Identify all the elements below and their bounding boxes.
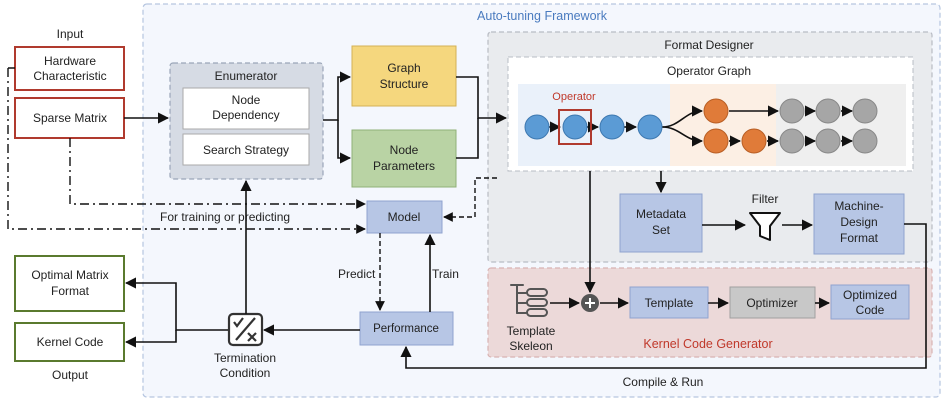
node-dependency-box: [182, 87, 310, 130]
template-skeleton-icon: [510, 284, 548, 317]
compile-run-label: Compile & Run: [623, 375, 704, 389]
termination-condition-icon: [227, 312, 264, 347]
optimized-code-box: [830, 284, 910, 320]
performance-label: Performance: [373, 323, 439, 335]
machine-design-line2: Design: [840, 215, 877, 229]
metadata-set-box: [619, 193, 703, 253]
hardware-characteristic-box: [14, 46, 125, 91]
graph-structure-line2: Structure: [380, 77, 429, 91]
graph-node: [852, 98, 878, 124]
format-designer-title: Format Designer: [664, 38, 753, 52]
template-box: [629, 286, 709, 319]
predict-label: Predict: [338, 267, 376, 281]
optimizer-box: [729, 286, 816, 319]
node-parameters-box: [351, 129, 457, 188]
template-skeleton-line1: Template: [507, 324, 556, 338]
search-strategy-box: [182, 133, 310, 166]
node-parameters-line1: Node: [390, 143, 419, 157]
template-skeleton-line2: Skeleon: [509, 339, 552, 353]
operator-graph-title: Operator Graph: [667, 64, 751, 78]
optimal-line2: Format: [51, 284, 90, 298]
optimal-line1: Optimal Matrix: [31, 268, 108, 282]
node-dep-line2: Dependency: [212, 108, 279, 122]
filter-label: Filter: [752, 192, 779, 206]
node-parameters-line2: Parameters: [373, 159, 435, 173]
template-label: Template: [645, 296, 694, 310]
performance-box: [359, 311, 454, 346]
graph-node: [815, 128, 841, 154]
sparse-matrix-label: Sparse Matrix: [33, 111, 107, 125]
machine-design-line3: Format: [840, 231, 879, 245]
optimized-line1: Optimized: [843, 288, 897, 302]
graph-node: [562, 114, 588, 140]
optimizer-label: Optimizer: [746, 296, 797, 310]
graph-structure-box: [351, 45, 457, 107]
metadata-line2: Set: [652, 223, 671, 237]
kernel-code-generator-box: [487, 267, 933, 358]
graph-node: [703, 98, 729, 124]
hardware-line1: Hardware: [44, 54, 96, 68]
graph-node: [852, 128, 878, 154]
graph-node: [815, 98, 841, 124]
filter-icon: [749, 212, 781, 241]
graph-node: [599, 114, 625, 140]
graph-node: [741, 128, 767, 154]
graph-node: [703, 128, 729, 154]
metadata-line1: Metadata: [636, 207, 686, 221]
graph-node: [524, 114, 550, 140]
kernel-generator-title: Kernel Code Generator: [643, 337, 772, 351]
training-label: For training or predicting: [160, 210, 290, 224]
orange-region: [670, 84, 776, 166]
node-dep-line1: Node: [232, 93, 261, 107]
input-label: Input: [57, 27, 84, 41]
search-strategy-label: Search Strategy: [203, 143, 289, 157]
operator-highlight: [558, 109, 592, 145]
kernel-code-label: Kernel Code: [37, 335, 104, 349]
termination-line1: Termination: [214, 351, 276, 365]
graph-node: [779, 128, 805, 154]
train-label: Train: [432, 267, 459, 281]
machine-design-format-box: [813, 193, 905, 255]
gray-region: [776, 84, 906, 166]
machine-design-line1: Machine-: [834, 199, 883, 213]
graph-node: [637, 114, 663, 140]
graph-node: [779, 98, 805, 124]
model-label: Model: [388, 210, 421, 224]
graph-structure-line1: Graph: [387, 61, 420, 75]
optimized-line2: Code: [856, 303, 885, 317]
framework-title: Auto-tuning Framework: [477, 9, 608, 23]
enumerator-title: Enumerator: [215, 69, 278, 83]
termination-line2: Condition: [220, 366, 271, 380]
kernel-code-box: [14, 322, 125, 362]
output-label: Output: [52, 368, 89, 382]
operator-label: Operator: [552, 91, 596, 103]
model-box: [366, 200, 443, 234]
hardware-line2: Characteristic: [33, 69, 106, 83]
optimal-matrix-format-box: [14, 255, 125, 312]
